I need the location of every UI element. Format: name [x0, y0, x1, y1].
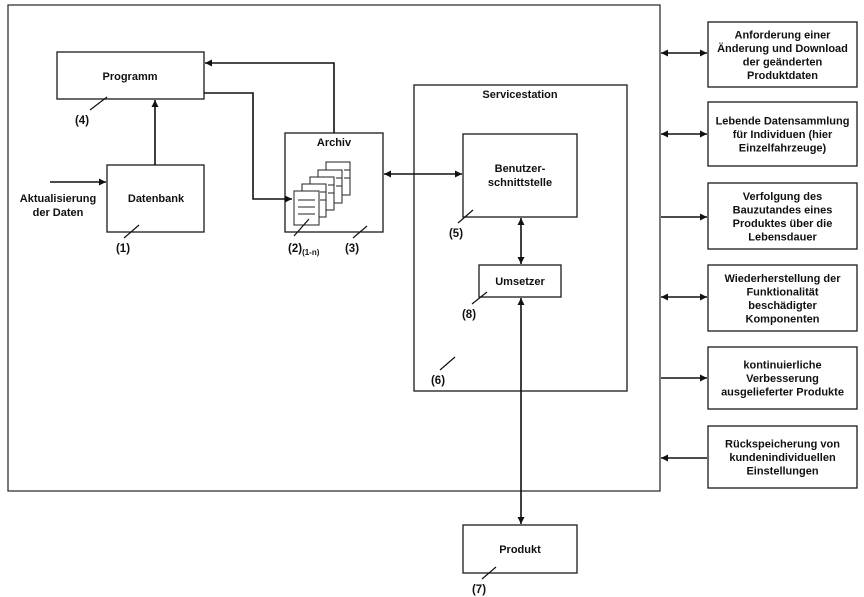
archiv-to-programm-arrow — [205, 59, 335, 133]
function-box — [707, 264, 858, 332]
function-label-line: kontinuierliche — [743, 360, 821, 372]
function-label-line: Komponenten — [746, 313, 820, 325]
umsetzer-label: Umsetzer — [495, 276, 545, 288]
function-label-line: Wiederherstellung der — [724, 273, 841, 285]
function-label-line: ausgelieferter Produkte — [721, 387, 844, 399]
function-label-line: Verfolgung des — [743, 191, 822, 203]
function-box — [707, 182, 858, 250]
umsetzer-ref: (8) — [462, 309, 476, 321]
datenbank-ref-leader — [123, 224, 140, 239]
function-item[interactable]: Rückspeicherung vonkundenindividuellenEi… — [707, 425, 858, 489]
umsetzer-ref-leader — [471, 291, 488, 305]
function-label-line: Rückspeicherung von — [725, 439, 840, 451]
document-stack-icon — [293, 161, 351, 226]
document-icon — [293, 190, 320, 226]
function-box — [707, 425, 858, 489]
documents-ref-main: (2) — [288, 243, 302, 255]
produkt-node[interactable]: Produkt — [462, 524, 578, 574]
datenbank-label: Datenbank — [128, 193, 185, 205]
function-box — [707, 101, 858, 167]
archiv-label: Archiv — [317, 137, 352, 149]
input-label-line-2: der Daten — [33, 207, 84, 219]
programm-box — [56, 51, 205, 100]
umsetzer-node[interactable]: Umsetzer — [478, 264, 562, 298]
function-label-line: Produktdaten — [747, 70, 818, 82]
produkt-label: Produkt — [499, 544, 541, 556]
datenbank-ref: (1) — [116, 243, 130, 255]
function-label-line: Funktionalität — [746, 286, 818, 298]
function-box — [707, 21, 858, 88]
function-label-line: Bauzutandes eines — [733, 204, 833, 216]
servicestation-ref-leader — [439, 356, 456, 371]
archiv-ref: (3) — [345, 243, 359, 255]
function-label-line: Lebensdauer — [748, 231, 817, 243]
function-label-line: Einstellungen — [746, 466, 818, 478]
function-label-line: Verbesserung — [746, 373, 819, 385]
input-label-line-1: Aktualisierung — [20, 193, 96, 205]
benutzerschnittstelle-ref: (5) — [449, 228, 463, 240]
function-label-line: der geänderten — [743, 56, 823, 68]
function-label-line: für Individuen (hier — [733, 129, 833, 141]
benutzerschnittstelle-label-line-2: schnittstelle — [488, 177, 552, 189]
function-label-line: Lebende Datensammlung — [716, 116, 850, 128]
function-label-line: Anforderung einer — [735, 29, 832, 41]
programm-ref: (4) — [75, 115, 89, 127]
documents-ref: (2)(1-n) — [288, 243, 320, 257]
servicestation-label: Servicestation — [482, 89, 557, 101]
benutzerschnittstelle-box — [462, 133, 578, 218]
function-label-line: Einzelfahrzeuge) — [739, 143, 827, 155]
function-label-line: Produktes über die — [733, 218, 833, 230]
produkt-ref-leader — [481, 566, 497, 580]
function-label-line: beschädigter — [748, 300, 817, 312]
datenbank-box — [106, 164, 205, 233]
function-label-line: Änderung und Download — [717, 42, 848, 55]
function-label-line: kundenindividuellen — [729, 452, 836, 464]
function-box — [707, 346, 858, 410]
documents-ref-leader — [293, 218, 310, 237]
datenbank-node[interactable]: Datenbank — [106, 164, 205, 233]
programm-node[interactable]: Programm — [56, 51, 205, 100]
servicestation-ref: (6) — [431, 375, 445, 387]
benutzerschnittstelle-label-line-1: Benutzer- — [495, 163, 546, 175]
documents-ref-sub: (1-n) — [302, 248, 320, 257]
programm-to-archiv-arrow — [204, 92, 292, 203]
system-frame — [7, 4, 661, 492]
programm-label: Programm — [102, 71, 157, 83]
produkt-ref: (7) — [472, 584, 486, 596]
archiv-ref-leader — [352, 225, 368, 239]
benutzerschnittstelle-ref-leader — [457, 209, 474, 224]
benutzerschnittstelle-node[interactable]: Benutzer- schnittstelle — [462, 133, 578, 218]
produkt-box — [462, 524, 578, 574]
programm-ref-leader — [89, 96, 108, 111]
umsetzer-box — [478, 264, 562, 298]
